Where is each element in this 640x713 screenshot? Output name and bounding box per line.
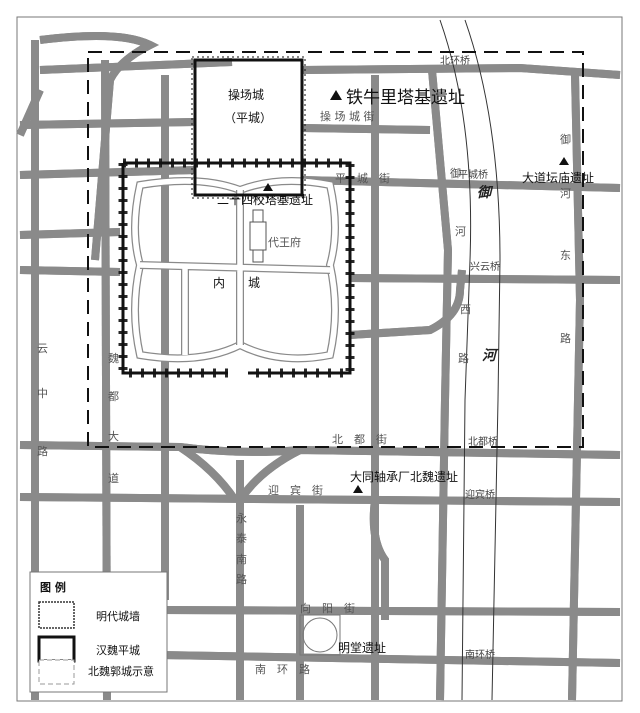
road-label-yingbin-jie: 迎 宾 街 [268, 483, 323, 497]
road-label-xiangyang-jie: 向 阳 街 [300, 601, 355, 615]
road-char: 中 [37, 387, 48, 400]
daiwangfu-marker [249, 209, 267, 263]
site-label-mingtang: 明堂遗址 [338, 641, 386, 655]
road-char: 御 [560, 132, 571, 146]
road-char: 河 [560, 187, 571, 200]
area-label-nei: 内 [213, 276, 225, 290]
legend-swatch-pingcheng [37, 635, 76, 663]
road-char: 路 [37, 445, 48, 458]
road-char: 路 [560, 332, 571, 345]
ming-city-wall [118, 158, 355, 378]
site-label-tieniuli: 铁牛里塔基遗址 [346, 88, 465, 108]
legend-label: 明代城墙 [96, 609, 140, 623]
site-label-ershisixiao: 二十四校塔基遗址 [217, 192, 313, 207]
road-label-daweidu-dao: 魏 都 大 道 [108, 351, 119, 485]
site-label-dadaotan: 大道坛庙遗址 [522, 171, 594, 185]
road-char: 都 [108, 390, 119, 403]
road-char: 永 [236, 511, 247, 525]
river-label: 御 河 [477, 184, 499, 364]
bridge-label-beihuan: 北环桥 [440, 55, 470, 67]
road-char: 路 [458, 352, 469, 365]
road-char: 云 [37, 342, 48, 355]
road-char: 道 [108, 471, 119, 485]
area-label-pingcheng: （平城） [224, 111, 272, 125]
road-char: 路 [236, 573, 247, 586]
beiwei-outer-city-boundary [87, 51, 584, 448]
road-char: 西 [460, 303, 471, 316]
river-char: 河 [482, 348, 499, 364]
bridge-label-xingyun: 兴云桥 [470, 261, 500, 273]
road-label-yongtai-nanlu: 永 泰 南 路 [236, 511, 247, 586]
site-label-daiwangfu: 代王府 [268, 235, 301, 249]
legend-swatch-ming-wall [38, 601, 75, 629]
triangle-icon [559, 157, 569, 165]
road-label-caochangcheng-jie: 操 场 城 街 [320, 109, 375, 123]
road-network [20, 36, 620, 700]
road-char: 御 [450, 166, 461, 180]
road-label-yuhe-donglu: 御 河 东 路 [560, 132, 571, 345]
legend: 图 例 明代城墙 汉魏平城 北魏郭城示意 [29, 571, 168, 693]
road-label-nanhuan-lu: 南 环 路 [255, 663, 310, 676]
road-char: 河 [455, 225, 466, 238]
triangle-icon [353, 485, 363, 493]
road-label-yuhe-xilu: 御 河 西 路 [450, 166, 471, 365]
bridge-label-beidu: 北都桥 [468, 436, 498, 448]
road-char: 泰 [236, 531, 247, 545]
legend-label: 北魏郭城示意 [88, 664, 154, 678]
site-markers [263, 90, 569, 493]
legend-label: 汉魏平城 [96, 643, 140, 657]
triangle-icon [263, 183, 273, 191]
river-char: 御 [477, 184, 494, 201]
yuhe-river [439, 19, 501, 701]
bridge-label-nanhuan: 南环桥 [465, 648, 495, 661]
triangle-icon [330, 90, 342, 100]
road-char: 东 [560, 249, 571, 262]
mingtang-marker [299, 614, 341, 656]
area-label-cheng: 城 [248, 276, 260, 290]
hanwei-pingcheng-wall [191, 56, 306, 199]
area-label-caochangcheng: 操场城 [228, 87, 264, 102]
road-char: 魏 [108, 351, 119, 365]
road-char: 南 [236, 553, 247, 566]
site-label-zhoucheng: 大同轴承厂北魏遗址 [350, 469, 458, 484]
road-label-yunzhong-lu: 云 中 路 [37, 342, 48, 458]
road-char: 大 [108, 429, 119, 443]
bridge-label-yingbin: 迎宾桥 [465, 488, 495, 501]
road-label-beidu-jie: 北 都 街 [332, 432, 387, 446]
legend-swatch-beiwei-outer [38, 659, 75, 685]
bridge-label-pingcheng: 平城桥 [458, 169, 488, 181]
road-label-pingcheng-jie: 平 城 街 [335, 171, 390, 185]
legend-title: 图 例 [40, 580, 66, 594]
